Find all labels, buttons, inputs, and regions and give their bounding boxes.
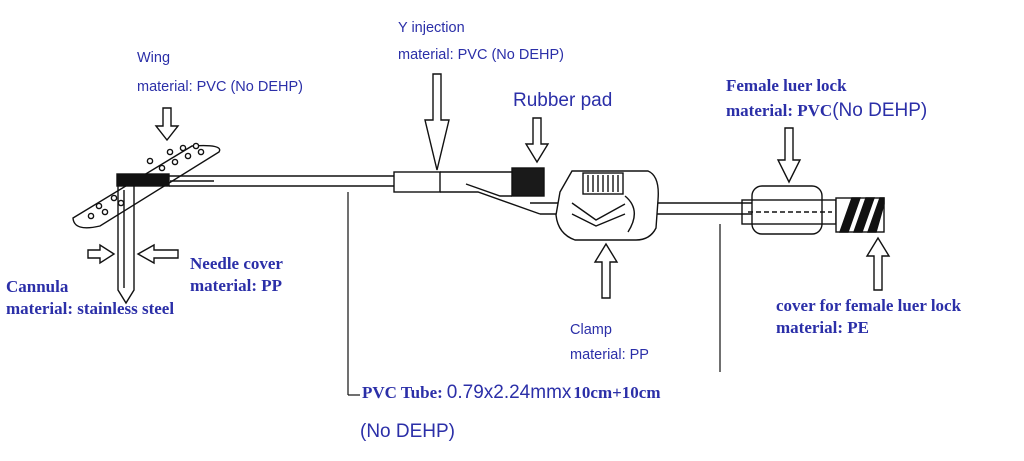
pvc-tube-label-prefix: PVC Tube: (362, 383, 443, 402)
luer-cover-part (835, 197, 885, 233)
clamp-label: Clamp material: PP (570, 322, 649, 363)
female-luer-lock-part (741, 185, 837, 235)
cannula-label: Cannula material: stainless steel (6, 277, 174, 318)
clamp-part (555, 170, 659, 241)
wing-label: Wing material: PVC (No DEHP) (137, 50, 303, 95)
luer-cover-label-material: material: PE (776, 317, 869, 337)
arrows (87, 73, 891, 299)
female-luer-lock-label-name: Female luer lock (726, 76, 847, 95)
rubber-pad-arrow (524, 117, 550, 164)
luer-cover-label-name: cover for female luer lock (776, 296, 962, 315)
cannula-part (117, 186, 135, 305)
pvc-tube-note: (No DEHP) (360, 421, 456, 442)
wing-label-name: Wing (137, 50, 171, 66)
female-luer-lock-label-note: (No DEHP) (832, 99, 928, 121)
clamp-arrow (593, 242, 619, 299)
y-injection-part (393, 171, 541, 215)
tube-length-markers (347, 192, 721, 396)
y-injection-label: Y injection material: PVC (No DEHP) (398, 20, 564, 63)
cannula-label-material: material: stainless steel (6, 298, 175, 318)
y-injection-label-material: material: PVC (No DEHP) (398, 46, 564, 63)
cannula-label-name: Cannula (6, 277, 69, 296)
female-luer-lock-label: Female luer lock material: PVC(No DEHP) (726, 76, 927, 121)
y-injection-arrow (424, 73, 450, 171)
needle-cover-label-material: material: PP (190, 275, 283, 295)
cannula-arrow (87, 243, 116, 265)
rubber-pad-part (511, 167, 545, 197)
y-injection-label-name: Y injection (398, 20, 465, 36)
wing-label-material: material: PVC (No DEHP) (137, 78, 303, 95)
clamp-label-material: material: PP (570, 346, 649, 363)
wing-part (72, 142, 221, 229)
needle-cover-label: Needle cover material: PP (190, 254, 283, 295)
wing-arrow (154, 107, 180, 142)
female-luer-arrow (776, 127, 802, 184)
luer-cover-arrow (865, 236, 891, 291)
clamp-label-name: Clamp (570, 322, 612, 338)
pvc-tube-left (169, 175, 394, 187)
female-luer-lock-label-material: material: PVC (726, 100, 833, 120)
rubber-pad-label: Rubber pad (513, 90, 613, 111)
needle-cover-arrow (136, 243, 179, 265)
pvc-tube-label-dims: 0.79x2.24mmx (446, 382, 572, 403)
luer-cover-label: cover for female luer lock material: PE (776, 296, 961, 337)
needle-cover-label-name: Needle cover (190, 254, 283, 273)
pvc-tube-label-length: 10cm+10cm (573, 383, 661, 402)
